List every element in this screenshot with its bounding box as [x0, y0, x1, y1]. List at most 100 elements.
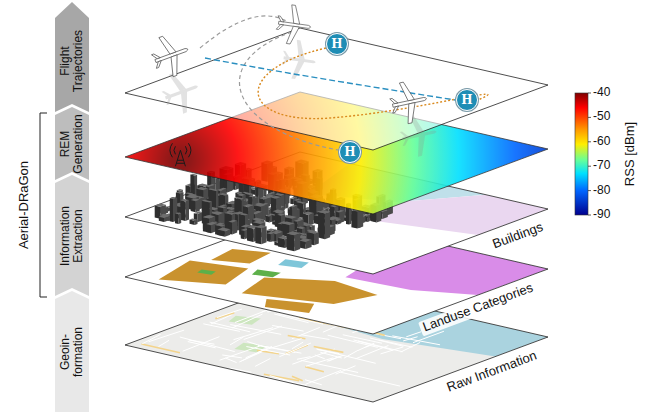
- street: [142, 334, 160, 344]
- building-roof: [290, 205, 298, 208]
- building-roof: [336, 210, 344, 213]
- building-face: [290, 198, 293, 204]
- street: [255, 358, 270, 366]
- plane-part: [392, 106, 400, 113]
- plane-part: [276, 24, 283, 30]
- building-roof: [237, 194, 246, 197]
- colorbar-tick: [588, 166, 591, 167]
- building-roof: [294, 219, 304, 222]
- building-roof: [190, 219, 198, 221]
- landuse-patch: [197, 269, 216, 274]
- trajectory: [205, 58, 455, 100]
- building-roof: [180, 199, 189, 202]
- plane-part: [281, 59, 288, 65]
- plane-part: [165, 98, 174, 106]
- street: [244, 326, 282, 339]
- street: [180, 337, 235, 352]
- axis-title: RSS [dBm]: [623, 122, 638, 186]
- building-face: [294, 233, 300, 251]
- street: [217, 309, 242, 318]
- building-face: [170, 198, 173, 222]
- tick-label: -50: [593, 110, 610, 124]
- building-face: [185, 200, 189, 221]
- building-face: [278, 238, 285, 248]
- building-roof: [215, 224, 225, 227]
- building-roof: [196, 187, 208, 190]
- colorbar-tick: [588, 215, 591, 216]
- building-roof: [203, 215, 215, 219]
- plane-part: [402, 139, 410, 146]
- stage-label: REM Generation: [59, 112, 85, 176]
- building-roof: [244, 193, 252, 195]
- street: [406, 332, 421, 337]
- plane-part: [400, 130, 408, 137]
- colorbar-tick: [588, 190, 591, 191]
- building-face: [241, 230, 245, 239]
- building-roof: [211, 211, 224, 215]
- building-roof: [275, 211, 284, 214]
- building-roof: [170, 197, 177, 199]
- building-face: [309, 213, 314, 226]
- layer-label: Raw Information: [442, 347, 542, 396]
- street: [258, 339, 301, 352]
- antenna-symbol: [170, 143, 191, 166]
- building-roof: [271, 196, 281, 199]
- street: [183, 337, 220, 352]
- building-roof: [318, 210, 330, 214]
- trajectory-layer: [125, 28, 548, 150]
- marker-letter: H: [461, 94, 472, 106]
- street: [381, 347, 404, 354]
- building-roof: [248, 195, 255, 197]
- building-roof: [284, 215, 297, 219]
- plane-part: [159, 34, 176, 56]
- building-roof: [297, 227, 306, 229]
- building-roof: [259, 196, 270, 199]
- building-roof: [277, 213, 285, 215]
- trajectory: [239, 32, 338, 150]
- building-face: [357, 209, 363, 228]
- building-roof: [219, 193, 228, 195]
- building-roof: [218, 206, 227, 209]
- building-roof: [267, 232, 275, 234]
- building-roof: [176, 191, 184, 193]
- building-roof: [155, 204, 166, 207]
- plane-part: [167, 55, 184, 77]
- plane-part: [282, 51, 289, 57]
- street: [279, 343, 311, 357]
- building-roof: [175, 212, 181, 214]
- building-face: [270, 216, 273, 223]
- bracket: [40, 113, 47, 297]
- landuse-patch: [159, 260, 249, 284]
- street: [327, 355, 344, 361]
- street: [341, 372, 401, 386]
- hover-marker: H: [456, 89, 478, 111]
- building-roof: [234, 197, 244, 200]
- plane-part: [390, 97, 398, 104]
- building-roof: [243, 204, 254, 207]
- building-face: [255, 227, 261, 244]
- street: [401, 342, 420, 352]
- chevron-fill: [55, 175, 89, 296]
- plane: [147, 30, 195, 81]
- building-roof: [194, 211, 203, 214]
- street: [305, 367, 324, 372]
- plane-part: [399, 81, 414, 102]
- building-face: [351, 210, 357, 228]
- street: [215, 313, 234, 319]
- building-face: [191, 200, 196, 212]
- plane: [274, 3, 313, 46]
- building-face: [270, 233, 276, 242]
- plane-shadow: [157, 67, 205, 118]
- street: [305, 380, 322, 385]
- building-face: [271, 233, 275, 242]
- plane-part: [277, 16, 284, 22]
- tick-label: -90: [593, 208, 610, 222]
- building-face: [247, 227, 253, 242]
- building-face: [261, 226, 266, 244]
- street: [358, 343, 375, 351]
- plane-part: [177, 92, 194, 114]
- landuse-patch: [242, 277, 378, 304]
- building-face: [265, 216, 269, 223]
